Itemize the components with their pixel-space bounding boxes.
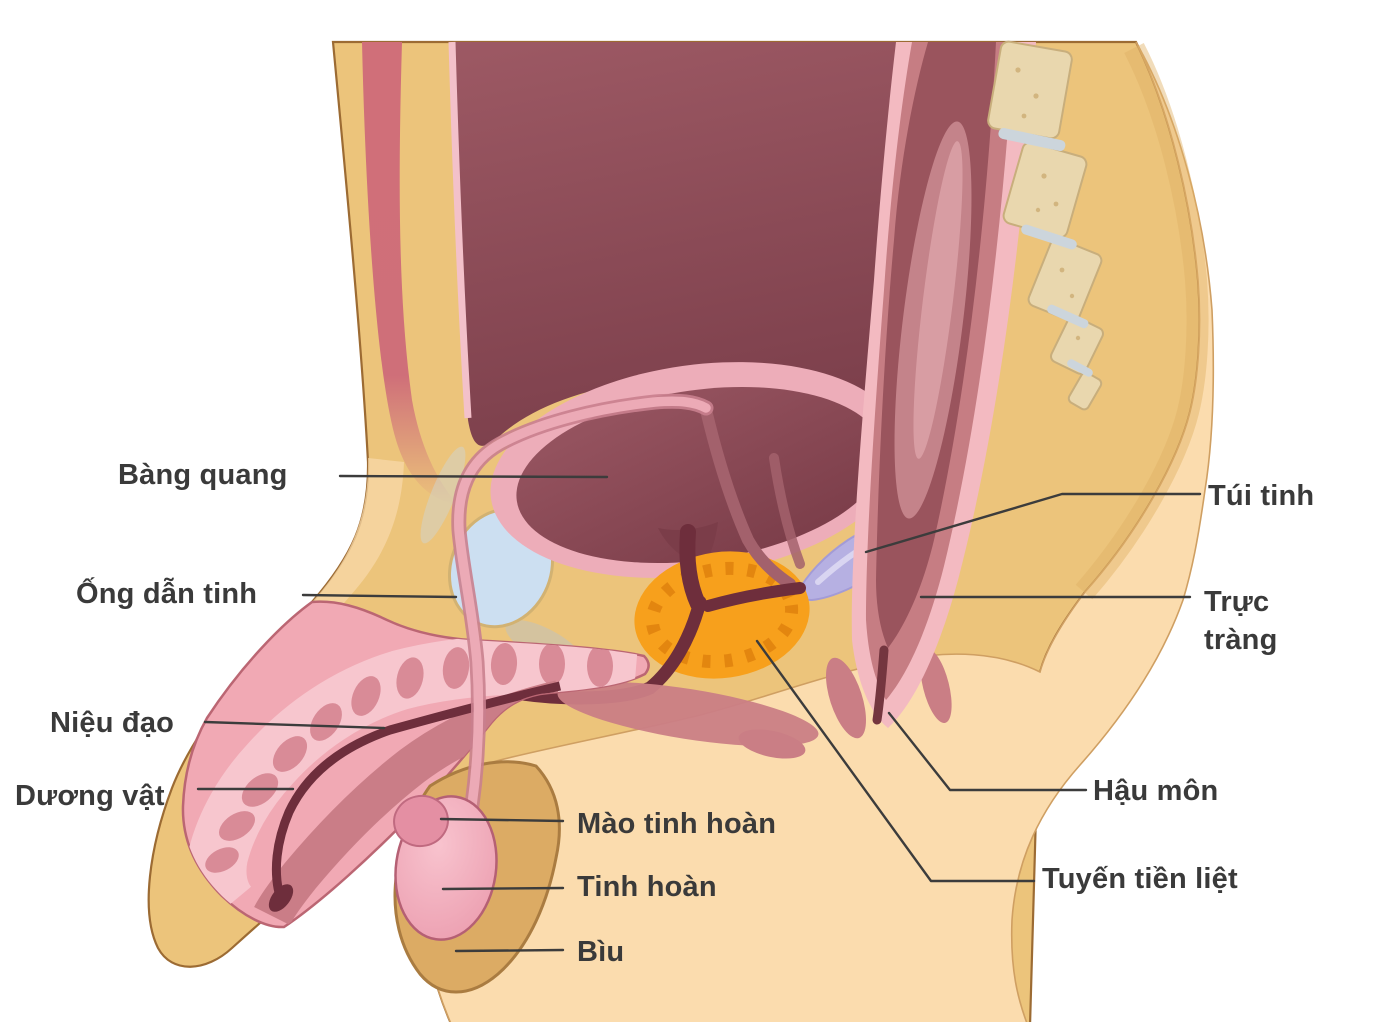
testis-group [393,794,498,941]
epididymis-shape [393,794,449,848]
anal-canal [872,645,889,725]
abdominal-muscle-stripe [362,42,458,505]
perineal-blob-3 [738,729,806,759]
label-truc-trang: Trực tràng [1204,586,1278,657]
penis-internal-detail [186,634,639,926]
perineal-blob-2 [920,648,952,724]
bone-speckles [1015,67,1081,341]
vas-deferens [451,393,714,853]
bladder-interior [516,386,884,564]
pelvic-floor-muscles [557,648,952,759]
label-biu: Bìu [577,936,625,968]
vas-deferens-posterior [700,404,796,590]
vas-deferens-posterior-2 [769,453,805,569]
leader-mao-tinh-hoan [439,817,565,823]
cavity-pink-edge [448,41,472,419]
label-bang-quang: Bàng quang [118,459,288,491]
sacrum-spine [987,40,1105,411]
label-duong-vat: Dương vật [15,780,165,812]
perineal-blob-1 [825,657,867,739]
ejaculatory-duct [702,582,806,612]
vas-deferens-tube [454,396,711,850]
leader-bang-quang [338,474,609,479]
inguinal-streak [420,446,466,544]
right-edge-shade [1075,42,1209,600]
corpus-ribs [205,643,613,873]
label-mao-tinh-hoan: Mào tinh hoàn [577,808,777,840]
label-nieu-dao: Niệu đạo [50,707,175,739]
label-hau-mon: Hậu môn [1093,775,1219,807]
leader-ong-dan-tinh [301,593,458,599]
urethra-tip-drop [268,884,294,912]
leader-hau-mon [887,711,1088,792]
leader-nieu-dao [203,720,386,730]
label-ong-dan-tinh: Ống dẫn tinh [76,578,258,610]
leader-tinh-hoan [441,886,565,891]
rectum-highlight-core [913,141,963,459]
cavity-shape [452,42,948,446]
label-tuyen-tien-liet: Tuyến tiền liệt [1042,863,1238,895]
leader-lines [196,474,1202,953]
rectum [851,42,1036,728]
leader-tui-tinh [864,492,1202,554]
vertebra-5 [1067,371,1103,411]
label-tinh-hoan: Tinh hoàn [577,871,717,903]
label-tui-tinh: Túi tinh [1208,480,1315,512]
penis [181,600,650,929]
abdominal-cavity [448,41,948,446]
front-skin-band [214,458,404,724]
leader-tuyen-tien-liet [755,639,1036,883]
prostate-texture-ring [645,561,799,669]
vertebra-1 [987,40,1073,140]
intervertebral-discs [998,127,1093,377]
leader-biu [454,948,565,953]
